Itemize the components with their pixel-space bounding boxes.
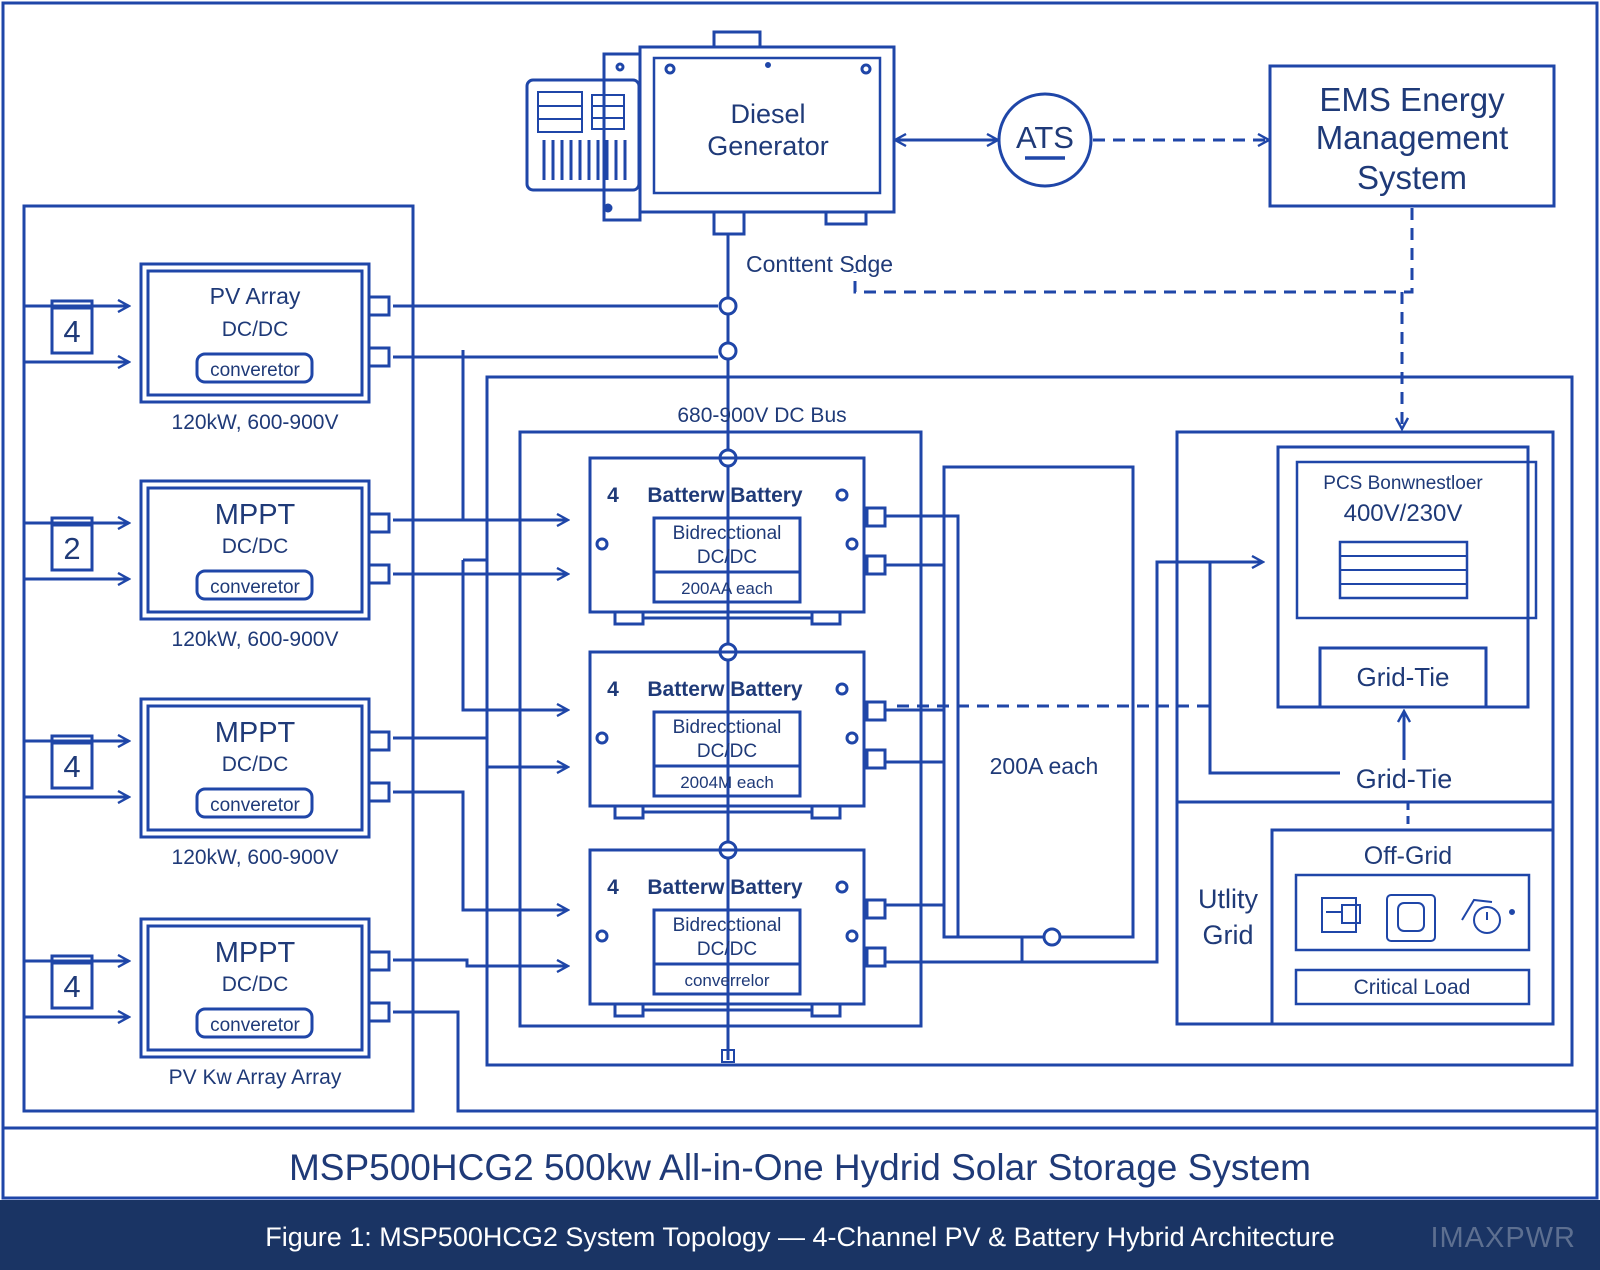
pv-module-subtitle: DC/DC	[222, 535, 289, 558]
pv-module-rating: 120kW, 600-900V	[172, 628, 339, 651]
utility-label-line2: Grid	[1202, 920, 1253, 950]
channel-badge-number: 4	[63, 314, 80, 349]
battery-line3: 200AA each	[681, 579, 773, 598]
pv-module: 4 MPPT DC/DC converetor PV Kw Array Array	[24, 917, 391, 1089]
channel-badge	[50, 954, 94, 1010]
pcs-voltage: 400V/230V	[1344, 500, 1463, 527]
pv-module-subtitle: DC/DC	[222, 318, 289, 341]
load-gauge-icon	[1461, 898, 1515, 934]
critical-load-label: Critical Load	[1354, 976, 1471, 999]
grid-tie-inner-label: Grid-Tie	[1357, 662, 1450, 692]
pv-module-title: MPPT	[215, 937, 296, 969]
channel-badge-number: 2	[63, 531, 80, 566]
caption-bar: Figure 1: MSP500HCG2 System Topology — 4…	[0, 1200, 1600, 1270]
ems-label-line2: Management	[1316, 119, 1509, 156]
grid-tie-outer-label: Grid-Tie	[1356, 764, 1453, 794]
converter-button	[195, 1007, 314, 1039]
bus-each-label: 200A each	[990, 753, 1099, 779]
pcs-title: PCS Bonwnestloer	[1323, 473, 1483, 494]
pv-module-title: PV Array	[210, 283, 301, 309]
battery-title: Batterw Battery	[647, 678, 803, 701]
channel-badge-number: 4	[63, 749, 80, 784]
outer-frame	[1, 1, 1599, 1200]
battery-group-frame	[518, 430, 923, 1028]
battery-line1: Bidrecctional	[673, 523, 782, 544]
battery-line2: DC/DC	[697, 741, 757, 762]
figure-caption: Figure 1: MSP500HCG2 System Topology — 4…	[265, 1222, 1335, 1252]
ems-label-line3: System	[1357, 159, 1467, 196]
converter-button	[195, 569, 314, 601]
load-panel-icon	[1321, 897, 1361, 933]
battery-count: 4	[607, 876, 619, 899]
converter-button-label: converetor	[210, 577, 300, 598]
pv-module: 4 MPPT DC/DC converetor 120kW, 600-900V	[24, 697, 391, 869]
offgrid-title: Off-Grid	[1364, 842, 1452, 870]
battery-line2: DC/DC	[697, 547, 757, 568]
ems-control-line	[853, 208, 1414, 294]
pv-group-frame	[22, 204, 415, 1113]
pv-module-title: MPPT	[215, 499, 296, 531]
diesel-generator	[525, 30, 896, 236]
battery-title: Batterw Battery	[647, 484, 803, 507]
system-title: MSP500HCG2 500kw All-in-One Hydrid Solar…	[289, 1147, 1311, 1188]
brand-watermark: IMAXPWR	[1430, 1222, 1576, 1254]
pv-module-rating: 120kW, 600-900V	[172, 846, 339, 869]
battery-count: 4	[607, 484, 619, 507]
pv-module-title: MPPT	[215, 717, 296, 749]
main-bus-frame	[485, 375, 1574, 1067]
battery-line1: Bidrecctional	[673, 915, 782, 936]
ats-label: ATS	[1016, 120, 1074, 155]
pv-module-rating: 120kW, 600-900V	[172, 411, 339, 434]
dc-bus-label: 680-900V DC Bus	[677, 404, 846, 427]
pv-module-subtitle: DC/DC	[222, 753, 289, 776]
converter-button-label: converetor	[210, 360, 300, 381]
grid-tie-inner-box	[1318, 646, 1488, 709]
content-edge-label: Conttent Sdge	[746, 251, 893, 277]
pv-module-subtitle: DC/DC	[222, 973, 289, 996]
battery-line1: Bidrecctional	[673, 717, 782, 738]
load-appliance-icon	[1386, 894, 1436, 942]
pv-module-rating: PV Kw Array Array	[169, 1066, 342, 1089]
channel-badge	[50, 299, 94, 355]
ems-label-line1: EMS Energy	[1319, 81, 1505, 118]
utility-label-line1: Utlity	[1198, 884, 1258, 914]
channel-badge	[50, 734, 94, 790]
offgrid-box	[1270, 828, 1555, 1026]
current-bus-box	[942, 465, 1135, 939]
converter-button-label: converetor	[210, 795, 300, 816]
converter-button-label: converetor	[210, 1015, 300, 1036]
battery-title: Batterw Battery	[647, 876, 803, 899]
battery-line3: 2004M each	[680, 773, 774, 792]
pv-module: 2 MPPT DC/DC converetor 120kW, 600-900V	[24, 479, 391, 651]
channel-badge-number: 4	[63, 969, 80, 1004]
converter-button	[195, 787, 314, 819]
battery-count: 4	[607, 678, 619, 701]
channel-badge	[50, 516, 94, 572]
generator-label-line1: Diesel	[730, 99, 805, 129]
battery-line3: converrelor	[684, 971, 769, 990]
generator-label-line2: Generator	[707, 131, 829, 161]
battery-line2: DC/DC	[697, 939, 757, 960]
converter-button	[195, 352, 314, 384]
